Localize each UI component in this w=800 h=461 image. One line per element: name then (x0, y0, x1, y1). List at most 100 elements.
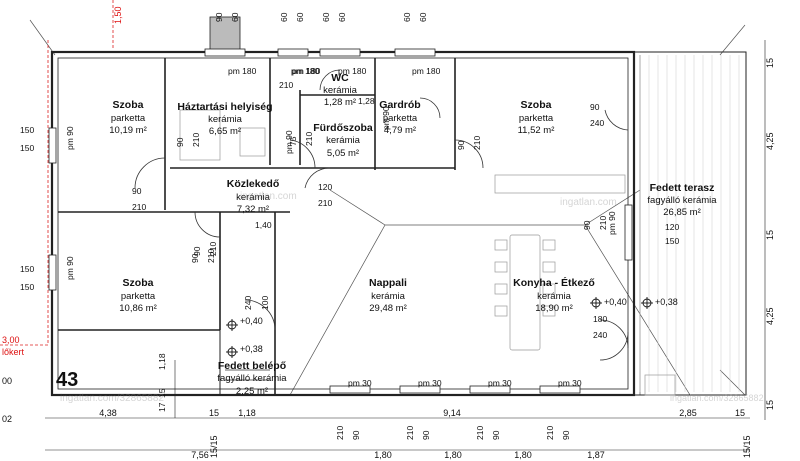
red-dimension: 3,00 (2, 335, 20, 345)
left-label: 00 (2, 376, 12, 386)
room-name: Fürdőszoba (313, 122, 373, 134)
windows (48, 16, 633, 394)
opening-label: 210 (206, 249, 216, 263)
room-area: 7,32 m² (237, 204, 269, 215)
dimension-label: 15/15 (742, 435, 752, 458)
room-name: Nappali (369, 277, 407, 289)
opening-label: pm 180 (292, 66, 321, 76)
opening-label: 210 (191, 133, 201, 147)
opening-label: 210 (304, 132, 314, 146)
opening-label: 150 (20, 282, 34, 292)
level-mark: +0,40 (240, 316, 263, 326)
opening-label: pm 180 (291, 66, 320, 76)
room-area: 26,85 m² (663, 207, 701, 218)
opening-label: pm 180 (412, 66, 441, 76)
opening-label: pm 90 (65, 126, 75, 150)
level-markers (226, 297, 653, 358)
opening-label: 60 (337, 12, 347, 22)
room-floor: kerámia (236, 192, 271, 203)
room-floor: fagyálló kerámia (217, 373, 287, 384)
opening-label: pm 90 (607, 211, 617, 235)
opening-label: 210 (472, 136, 482, 150)
dimension-label: 1,80 (514, 450, 532, 460)
room-name: Szoba (113, 99, 144, 111)
dimension-label: 15 (735, 408, 745, 418)
opening-label: pm 30 (488, 378, 512, 388)
opening-label: 60 (230, 12, 240, 22)
opening-label: 210 (279, 80, 293, 90)
opening-label: 240 (590, 118, 604, 128)
opening-label: 120 (665, 222, 679, 232)
opening-label: pm 30 (418, 378, 442, 388)
opening-label: 1,28 (358, 96, 375, 106)
red-label: lőkert (2, 347, 25, 357)
room-floor: kerámia (208, 114, 243, 125)
room-name: Szoba (123, 277, 154, 289)
opening-label: 90 (561, 430, 571, 440)
opening-label: pm 30 (348, 378, 372, 388)
opening-label: 15 (157, 388, 167, 398)
opening-label: pm 180 (228, 66, 257, 76)
dimension-label: 15 (765, 400, 775, 410)
opening-label: 240 (593, 330, 607, 340)
level-mark: +0,38 (655, 297, 678, 307)
opening-label: 90 (214, 12, 224, 22)
opening-label: 150 (665, 236, 679, 246)
opening-label: 120 (318, 182, 332, 192)
bottom-dimensions: 4,38 15 1,18 9,14 2,85 15 7,56 1,80 1,80… (99, 408, 752, 460)
property-line (0, 0, 114, 346)
opening-label: 60 (418, 12, 428, 22)
level-mark-labels: +0,40 +0,40 +0,38 +0,38 (240, 297, 678, 354)
room-area: 29,48 m² (369, 303, 407, 314)
room-name: WC (331, 72, 349, 84)
opening-label: 90 (590, 102, 600, 112)
opening-label: 60 (321, 12, 331, 22)
room-name: Közlekedő (227, 178, 280, 190)
watermark: ingatlan.com/32865882 (670, 393, 764, 403)
opening-label: 90 (456, 140, 466, 150)
dimension-label: 4,25 (765, 307, 775, 325)
opening-label: 240 (243, 296, 253, 310)
dimension-label: 15 (209, 408, 219, 418)
opening-label: 90 (132, 186, 142, 196)
opening-label: 210 (545, 426, 555, 440)
left-label: 02 (2, 414, 12, 424)
room-name: Fedett belépő (218, 360, 286, 372)
opening-label: 1,40 (255, 220, 272, 230)
dimension-label: 1,80 (444, 450, 462, 460)
right-dimensions: 15 4,25 15 4,25 15 (765, 58, 775, 410)
opening-label: 60 (279, 12, 289, 22)
dimension-label: 1,18 (238, 408, 256, 418)
opening-label: 210 (208, 242, 218, 256)
opening-label: 210 (335, 426, 345, 440)
room-name: Gardrób (379, 99, 420, 111)
room-floor: kerámia (371, 291, 406, 302)
watermarks: ingatlan.com ingatlan.com ingatlan.com/3… (60, 191, 764, 404)
red-dimension: 1,50 (113, 6, 123, 24)
opening-label: 90 (190, 253, 200, 263)
level-mark: +0,40 (604, 297, 627, 307)
dimension-label: 1,80 (374, 450, 392, 460)
opening-label: 75 (288, 136, 298, 146)
opening-label: 1,18 (157, 353, 167, 370)
opening-label: 210 (132, 202, 146, 212)
opening-label: 210 (318, 198, 332, 208)
opening-label: pm 90 (65, 256, 75, 280)
opening-label: 210 (405, 426, 415, 440)
dimension-label: 9,14 (443, 408, 461, 418)
room-area: 10,86 m² (119, 303, 157, 314)
opening-label: 150 (20, 143, 34, 153)
opening-label: 90 (421, 430, 431, 440)
room-area: 5,05 m² (327, 148, 359, 159)
terrace-hatch (639, 55, 740, 392)
opening-label: 90 (175, 137, 185, 147)
room-area: 1,28 m² (324, 97, 356, 108)
dimension-lines (45, 40, 766, 451)
opening-label: 90 (491, 430, 501, 440)
dimension-label: 1,87 (587, 450, 605, 460)
opening-label: pm 180 (338, 66, 367, 76)
furniture (179, 109, 676, 396)
opening-label: 150 (20, 125, 34, 135)
opening-label: 17 (157, 402, 167, 412)
